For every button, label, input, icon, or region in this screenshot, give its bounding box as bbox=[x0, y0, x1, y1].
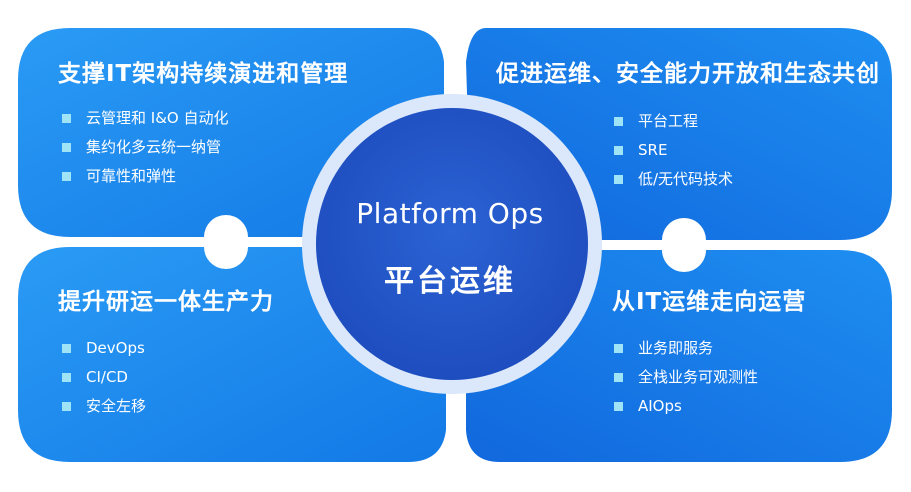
square-bullet-icon bbox=[614, 373, 623, 382]
list-item: AIOps bbox=[614, 392, 758, 421]
quadrant-top-right-title: 促进运维、安全能力开放和生态共创 bbox=[496, 61, 880, 87]
list-item: 平台工程 bbox=[614, 107, 733, 136]
square-bullet-icon bbox=[614, 344, 623, 353]
list-item: 低/无代码技术 bbox=[614, 165, 733, 194]
square-bullet-icon bbox=[62, 344, 71, 353]
square-bullet-icon bbox=[62, 373, 71, 382]
list-item: 全栈业务可观测性 bbox=[614, 363, 758, 392]
square-bullet-icon bbox=[62, 402, 71, 411]
list-item: SRE bbox=[614, 136, 733, 165]
square-bullet-icon bbox=[614, 402, 623, 411]
center-circle bbox=[316, 108, 588, 380]
list-item: 集约化多云统一纳管 bbox=[62, 133, 228, 162]
square-bullet-icon bbox=[614, 175, 623, 184]
quadrant-top-left-list: 云管理和 I&O 自动化 集约化多云统一纳管 可靠性和弹性 bbox=[62, 104, 228, 191]
quadrant-bottom-left-title: 提升研运一体生产力 bbox=[58, 289, 274, 315]
quadrant-top-left-title: 支撑IT架构持续演进和管理 bbox=[58, 61, 349, 87]
list-item: 业务即服务 bbox=[614, 334, 758, 363]
square-bullet-icon bbox=[62, 114, 71, 123]
list-item: DevOps bbox=[62, 334, 146, 363]
list-item: CI/CD bbox=[62, 363, 146, 392]
square-bullet-icon bbox=[614, 117, 623, 126]
quadrant-top-right-list: 平台工程 SRE 低/无代码技术 bbox=[614, 107, 733, 194]
center-title-en: Platform Ops bbox=[356, 197, 544, 230]
center-title-cn: 平台运维 bbox=[384, 264, 516, 299]
square-bullet-icon bbox=[614, 146, 623, 155]
quadrant-bottom-right-list: 业务即服务 全栈业务可观测性 AIOps bbox=[614, 334, 758, 421]
list-item: 安全左移 bbox=[62, 392, 146, 421]
list-item: 云管理和 I&O 自动化 bbox=[62, 104, 228, 133]
list-item: 可靠性和弹性 bbox=[62, 162, 228, 191]
quadrant-bottom-left-list: DevOps CI/CD 安全左移 bbox=[62, 334, 146, 421]
square-bullet-icon bbox=[62, 172, 71, 181]
square-bullet-icon bbox=[62, 143, 71, 152]
quadrant-bottom-right-title: 从IT运维走向运营 bbox=[612, 289, 807, 315]
